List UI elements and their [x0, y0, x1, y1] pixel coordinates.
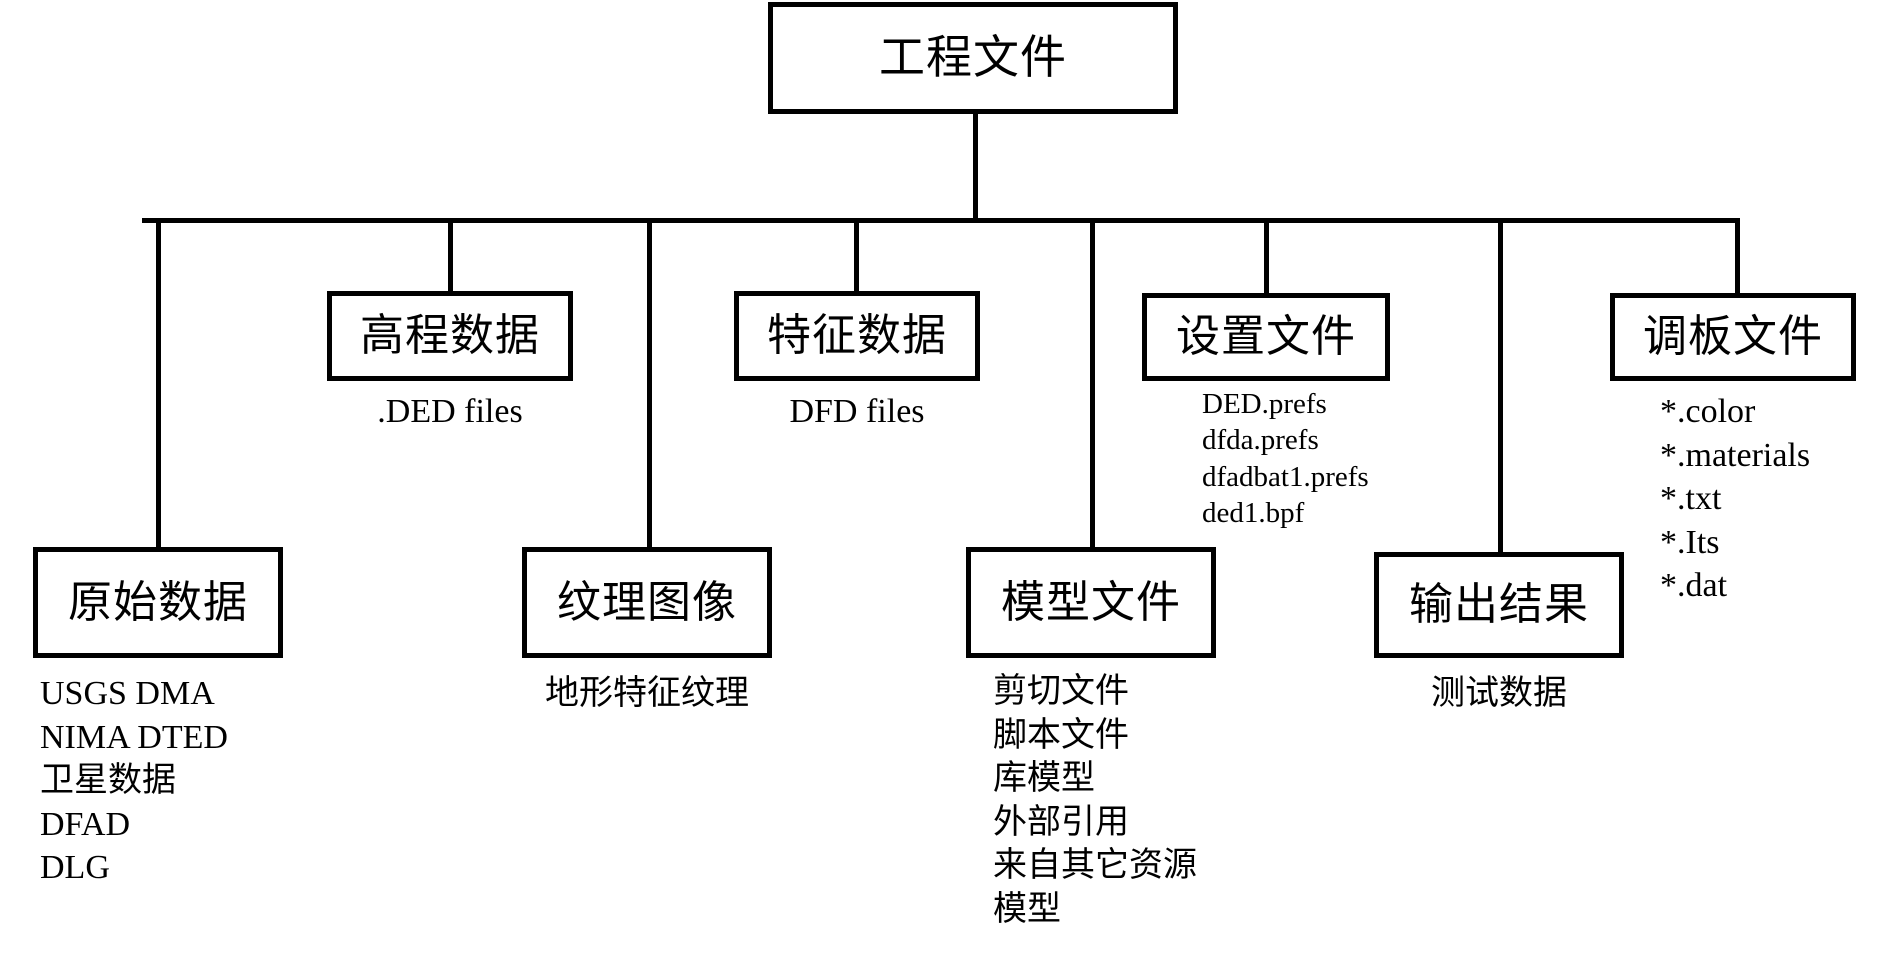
connector-branch-output-result	[1498, 218, 1503, 552]
node-raw-data-label: 原始数据	[68, 577, 248, 627]
connector-branch-palette-file	[1735, 218, 1740, 295]
node-palette-file-label: 调板文件	[1643, 312, 1823, 361]
caption-palette-file: *.color *.materials *.txt *.Its *.dat	[1660, 393, 1811, 605]
node-root-project-file[interactable]: 工程文件	[768, 2, 1178, 114]
node-texture-image-label: 纹理图像	[557, 577, 737, 627]
node-model-file-label: 模型文件	[1001, 577, 1181, 627]
node-raw-data[interactable]: 原始数据	[33, 547, 283, 658]
connector-branch-model-file	[1090, 218, 1095, 547]
caption-settings-file: DED.prefs dfda.prefs dfadbat1.prefs ded1…	[1202, 388, 1369, 529]
node-output-result[interactable]: 输出结果	[1374, 552, 1624, 658]
connector-branch-elevation-data	[448, 218, 453, 293]
connector-branch-texture-image	[647, 218, 652, 547]
connector-branch-raw-data	[156, 218, 161, 547]
caption-texture-image: 地形特征纹理	[545, 675, 749, 712]
caption-feature-data: DFD files	[789, 393, 925, 430]
node-palette-file[interactable]: 调板文件	[1610, 293, 1856, 381]
caption-raw-data: USGS DMA NIMA DTED 卫星数据 DFAD DLG	[40, 675, 228, 887]
node-settings-file[interactable]: 设置文件	[1142, 293, 1390, 381]
node-elevation-data[interactable]: 高程数据	[327, 291, 573, 381]
node-model-file[interactable]: 模型文件	[966, 547, 1216, 658]
node-feature-data[interactable]: 特征数据	[734, 291, 980, 381]
connector-branch-feature-data	[854, 218, 859, 293]
caption-elevation-data: .DED files	[377, 393, 523, 430]
connector-branch-settings-file	[1264, 218, 1269, 295]
node-texture-image[interactable]: 纹理图像	[522, 547, 772, 658]
node-elevation-data-label: 高程数据	[360, 311, 540, 360]
node-output-result-label: 输出结果	[1409, 580, 1589, 629]
caption-model-file: 剪切文件 脚本文件 库模型 外部引用 来自其它资源 模型	[993, 673, 1197, 928]
node-root-label: 工程文件	[879, 32, 1067, 83]
caption-output-result: 测试数据	[1431, 675, 1567, 712]
node-feature-data-label: 特征数据	[767, 311, 947, 360]
connector-bus	[142, 218, 1740, 223]
node-settings-file-label: 设置文件	[1176, 312, 1356, 361]
connector-root-stem	[973, 112, 978, 222]
